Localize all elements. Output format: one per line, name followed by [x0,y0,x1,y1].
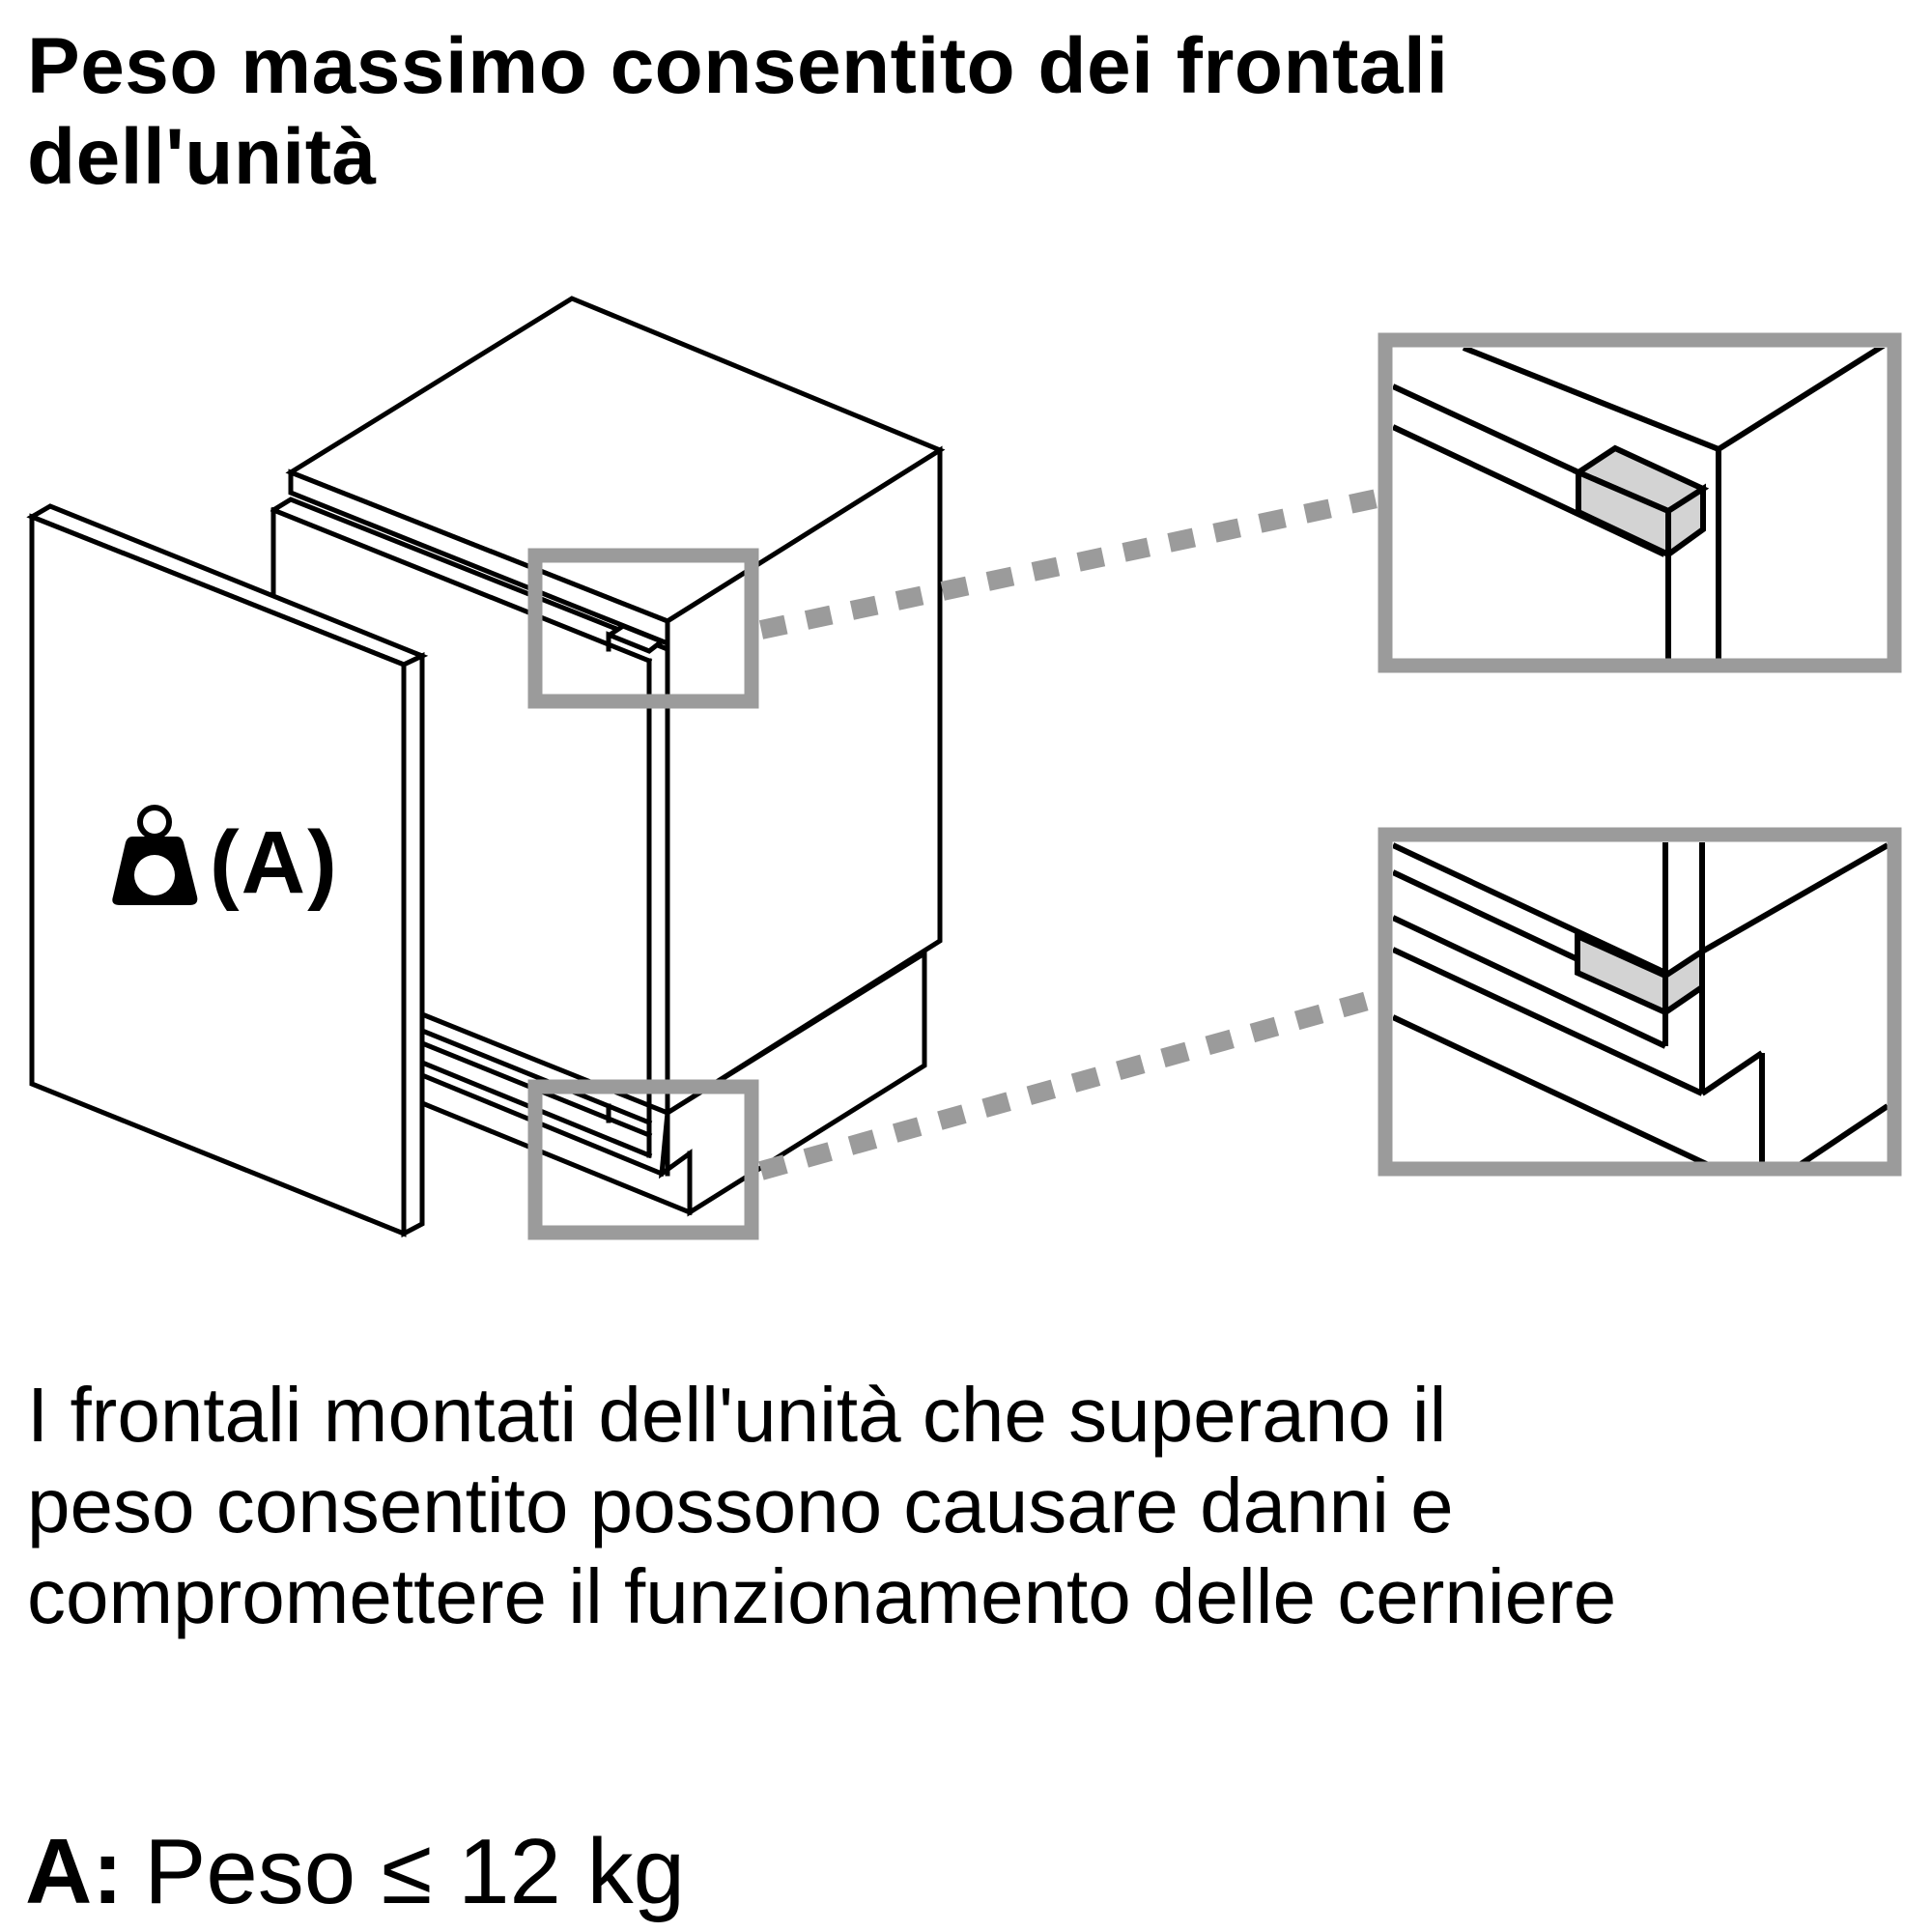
warning-text: I frontali montati dell'unità che supera… [27,1370,1920,1642]
warning-line-1: I frontali montati dell'unità che supera… [27,1372,1447,1458]
warning-line-3: compromettere il funzionamento delle cer… [27,1553,1617,1639]
legend-key: A: [25,1820,124,1923]
title-line-1: Peso massimo consentito dei frontali [27,22,1449,110]
top-connector-line [758,488,1384,639]
weight-label: (A) [210,813,339,912]
door-panel [26,503,429,1238]
legend: A:Peso ≤ 12 kg [25,1814,685,1930]
legend-value: Peso ≤ 12 kg [144,1820,685,1923]
weight-icon [112,805,198,905]
bottom-hinge-highlight [527,1079,759,1240]
bottom-hinge-detail [1378,827,1902,1177]
title-line-2: dell'unità [27,113,377,201]
cabinet [270,296,946,1217]
warning-line-2: peso consentito possono causare danni e [27,1463,1454,1548]
bottom-connector-line [758,987,1384,1180]
page-title: Peso massimo consentito dei frontali del… [27,21,1862,203]
top-hinge-detail [1378,332,1902,673]
top-hinge-highlight [527,548,759,709]
